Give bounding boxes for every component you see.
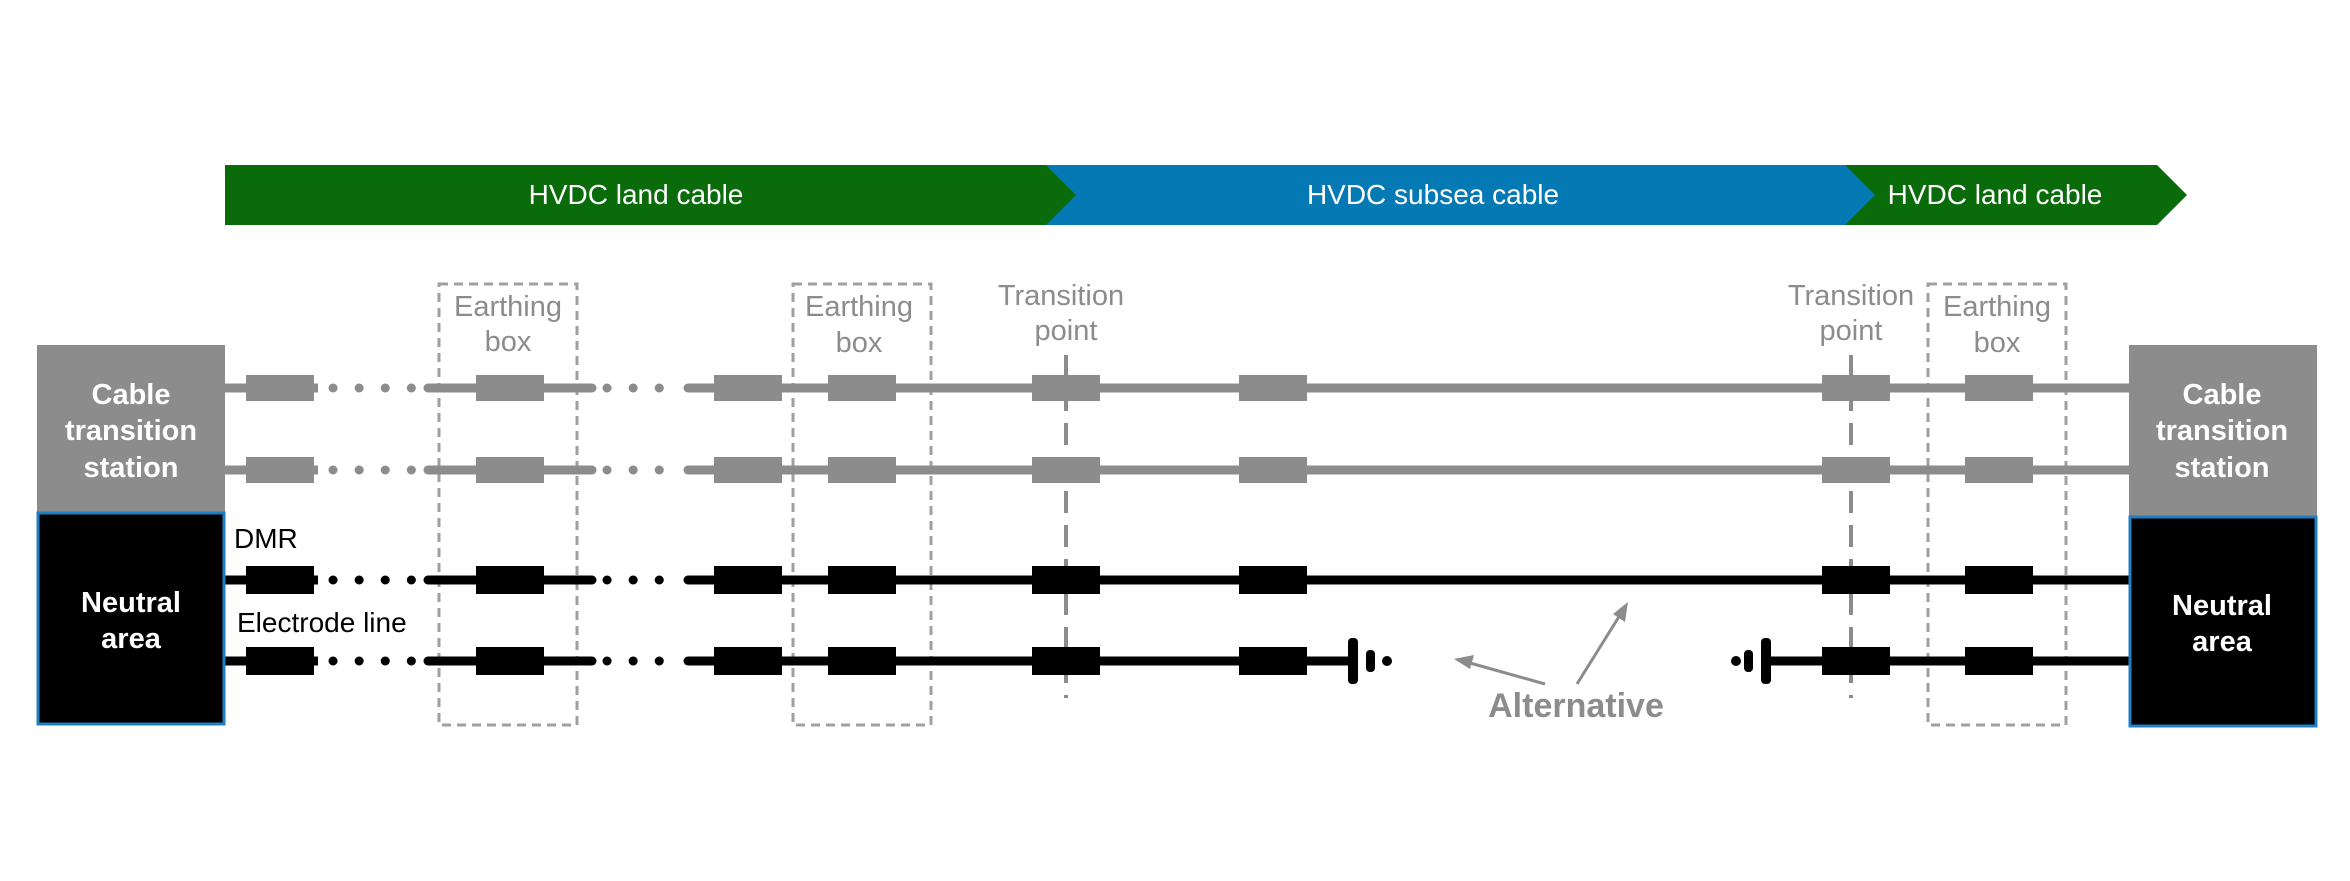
dmr-label: DMR <box>234 523 298 554</box>
right-station-block: Cable transition station Neutral area <box>2128 345 2318 728</box>
left-cable-transition-station <box>37 345 225 512</box>
left-neutral-label-line2: area <box>101 623 162 655</box>
right-station-label-line3: station <box>2174 452 2269 484</box>
left-station-block: Cable transition station Neutral area <box>36 345 226 726</box>
earthing-box-2-label-line1: Earthing <box>805 291 913 323</box>
transition-point-1-label-line2: point <box>1035 315 1098 347</box>
cable-joint <box>714 647 782 675</box>
electrode-line-label: Electrode line <box>237 607 407 638</box>
cable-joint <box>1965 457 2033 483</box>
earthing-box-1-label-line1: Earthing <box>454 291 562 323</box>
cable-joint <box>1239 375 1307 401</box>
cable-joint <box>1965 566 2033 594</box>
cable-type-banner: HVDC land cable HVDC subsea cable HVDC l… <box>225 165 2187 225</box>
cable-joint <box>1032 457 1100 483</box>
cable-joint <box>1965 647 2033 675</box>
cable-joint <box>246 375 314 401</box>
transition-point-1-label-line1: Transition <box>998 280 1124 312</box>
cable-joint <box>1239 457 1307 483</box>
right-station-label-line2: transition <box>2156 415 2288 447</box>
sea-electrode-right-icon <box>1731 638 1771 684</box>
cable-joint <box>714 566 782 594</box>
cable-joint <box>1822 566 1890 594</box>
pole-cable-1 <box>225 375 2135 401</box>
cable-joint <box>828 647 896 675</box>
land-cable-right-label: HVDC land cable <box>1888 179 2103 210</box>
alternative-arrowhead-left-icon <box>1454 655 1474 669</box>
left-neutral-area <box>36 511 226 726</box>
cable-joint <box>476 457 544 483</box>
cable-joint <box>828 457 896 483</box>
cable-joint <box>828 375 896 401</box>
subsea-cable-segment <box>1046 165 1877 225</box>
cable-joint <box>1965 375 2033 401</box>
cable-joint <box>246 566 314 594</box>
cable-joint <box>714 375 782 401</box>
earthing-box-3-label-line2: box <box>1974 327 2021 359</box>
right-neutral-label-line2: area <box>2192 626 2253 658</box>
cable-joint <box>246 457 314 483</box>
earthing-box-1-label-line2: box <box>485 326 532 358</box>
sea-electrode-left-icon <box>1348 638 1392 684</box>
cable-joint <box>476 566 544 594</box>
cable-joint <box>1032 375 1100 401</box>
land-cable-left-segment <box>225 165 1080 225</box>
land-cable-right-segment <box>1845 165 2187 225</box>
alternative-arrowhead-up-icon <box>1613 602 1628 622</box>
cable-joint <box>246 647 314 675</box>
cable-joint <box>1239 647 1307 675</box>
alternative-arrow-left <box>1469 661 1546 686</box>
pole-cable-2 <box>225 457 2135 483</box>
transition-points: Transition point Transition point <box>998 280 1914 698</box>
left-station-label-line3: station <box>83 452 178 484</box>
transition-point-2-label-line2: point <box>1820 315 1883 347</box>
right-cable-transition-station <box>2129 345 2317 516</box>
cable-joint <box>476 647 544 675</box>
transition-point-2-label-line1: Transition <box>1788 280 1914 312</box>
cable-joint <box>476 375 544 401</box>
cable-joint <box>1822 375 1890 401</box>
right-neutral-label-line1: Neutral <box>2172 590 2272 622</box>
right-station-label-line1: Cable <box>2183 379 2262 411</box>
left-neutral-label-line1: Neutral <box>81 587 181 619</box>
cable-joint <box>714 457 782 483</box>
earthing-boxes: Earthing box Earthing box Earthing box <box>437 282 2068 727</box>
alternative-label: Alternative <box>1488 687 1664 725</box>
dmr-cable: DMR <box>225 523 2135 594</box>
cable-joint <box>1239 566 1307 594</box>
cable-joint <box>1032 566 1100 594</box>
earthing-box-1 <box>437 282 579 727</box>
earthing-box-3 <box>1926 282 2068 727</box>
electrode-line: Electrode line <box>225 607 2130 684</box>
earthing-box-3-label-line1: Earthing <box>1943 291 2051 323</box>
earthing-box-2-label-line2: box <box>836 327 883 359</box>
alternative-annotation: Alternative <box>1454 602 1664 725</box>
subsea-cable-label: HVDC subsea cable <box>1307 179 1559 210</box>
right-neutral-area <box>2128 515 2318 728</box>
cable-joint <box>1822 647 1890 675</box>
land-cable-left-label: HVDC land cable <box>529 179 744 210</box>
alternative-arrow-up <box>1575 614 1622 685</box>
left-station-label-line1: Cable <box>92 379 171 411</box>
cable-joint <box>828 566 896 594</box>
earthing-box-2 <box>791 282 933 727</box>
cable-joint <box>1822 457 1890 483</box>
left-station-label-line2: transition <box>65 415 197 447</box>
cable-joint <box>1032 647 1100 675</box>
